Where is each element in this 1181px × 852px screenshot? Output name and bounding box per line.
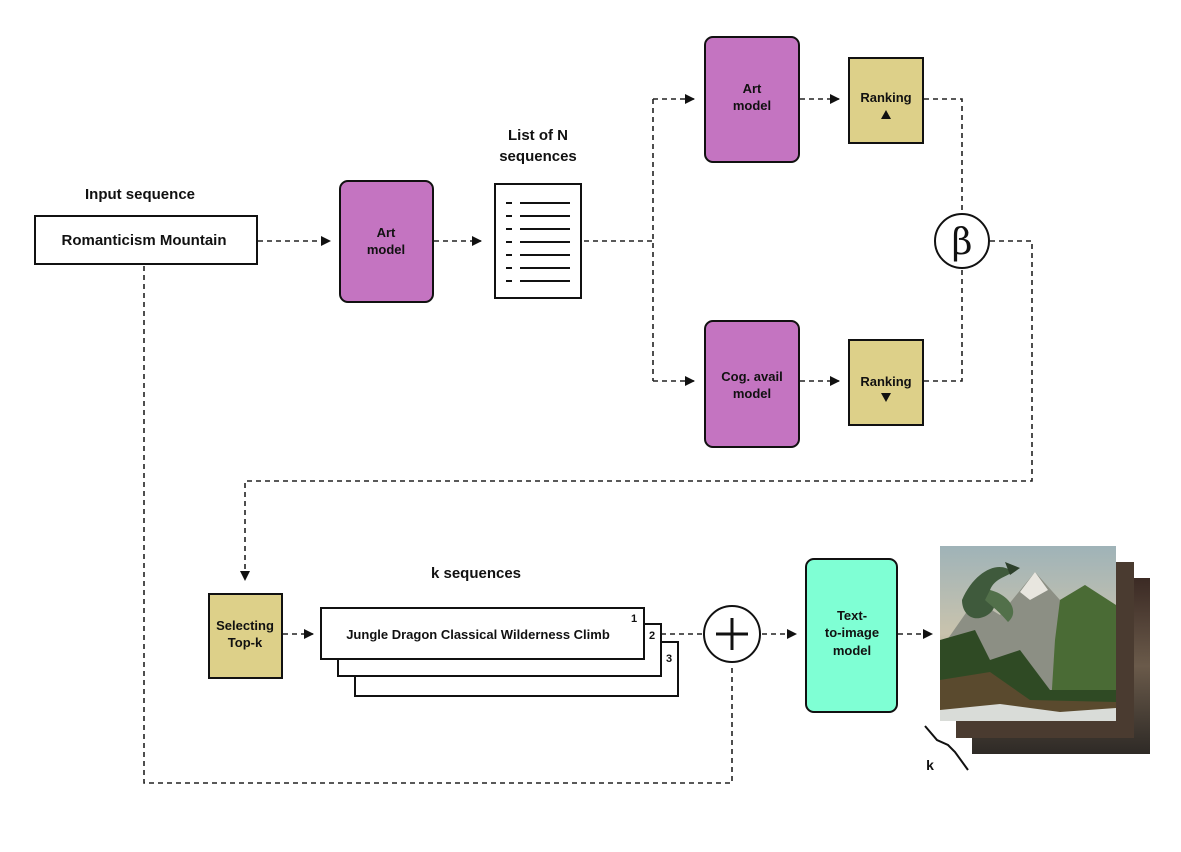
art-model-top-box — [704, 36, 800, 163]
beta-circle — [934, 213, 990, 269]
input-sequence-text: Romanticism Mountain — [61, 232, 226, 249]
sequence-number-1: 1 — [631, 613, 637, 625]
sequence-card-1-text: Jungle Dragon Classical Wilderness Climb — [346, 627, 610, 642]
list-title-line2: sequences — [499, 148, 577, 165]
cog-model-box — [704, 320, 800, 448]
art-model-top-line2: model — [733, 98, 771, 113]
t2i-model-line2: to-image — [825, 625, 879, 640]
line-ranking-bottom-to-beta — [924, 269, 963, 382]
line-input-to-plus — [143, 266, 733, 784]
connectors — [143, 94, 1033, 784]
ranking-top-box — [848, 57, 924, 144]
up-triangle-icon — [881, 110, 891, 119]
art-model-main-line2: model — [367, 242, 405, 257]
select-topk-line2: Top-k — [228, 635, 263, 650]
generated-images-stack: k — [924, 546, 1150, 773]
ranking-top-label: Ranking — [860, 90, 911, 105]
beta-symbol: β — [952, 222, 973, 263]
t2i-model-line1: Text- — [837, 608, 867, 623]
art-model-main-box — [339, 180, 434, 303]
sequence-card-1 — [320, 607, 645, 660]
select-topk-box — [208, 593, 283, 679]
sequence-number-2: 2 — [649, 630, 655, 642]
t2i-model-line3: model — [833, 643, 871, 658]
select-topk-line1: Selecting — [216, 618, 274, 633]
ranking-bottom-label: Ranking — [860, 374, 911, 389]
k-sequences-title: k sequences — [431, 565, 521, 582]
input-sequence-box — [34, 215, 258, 265]
arrow-beta-to-select — [240, 240, 1033, 581]
list-document-icon — [494, 183, 582, 299]
cog-model-line2: model — [733, 386, 771, 401]
sequence-number-3: 3 — [666, 653, 672, 665]
art-model-top-line1: Art — [743, 81, 762, 96]
ranking-bottom-box — [848, 339, 924, 426]
t2i-model-box — [805, 558, 898, 713]
art-model-main-line1: Art — [377, 225, 396, 240]
down-triangle-icon — [881, 393, 891, 402]
input-sequence-title: Input sequence — [85, 186, 195, 203]
line-ranking-top-to-beta — [924, 98, 963, 213]
generated-image-1 — [940, 546, 1116, 721]
k-brace-icon — [924, 725, 969, 771]
list-title-line1: List of N — [508, 127, 568, 144]
cog-model-line1: Cog. avail — [721, 369, 782, 384]
images-k-label: k — [926, 757, 934, 773]
plus-icon — [716, 618, 748, 650]
